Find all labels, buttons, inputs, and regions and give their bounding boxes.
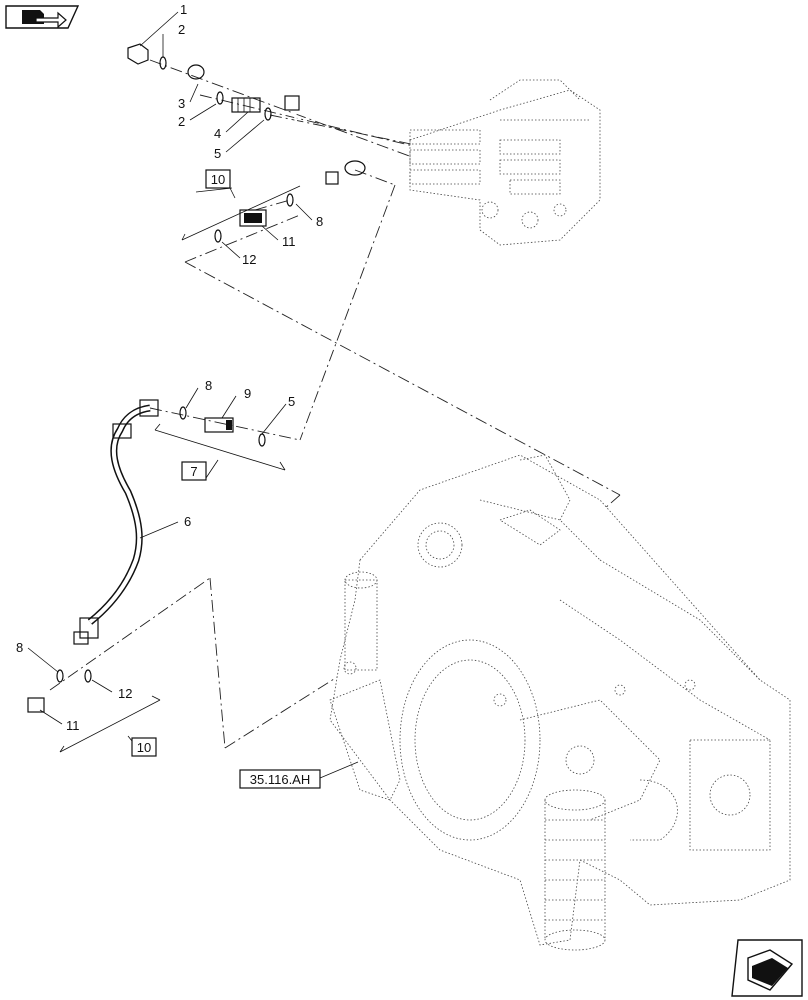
book-arrow-icon[interactable] <box>5 5 80 29</box>
callout-5-top: 5 <box>214 146 221 161</box>
nut-1 <box>127 43 149 65</box>
control-valve <box>409 79 601 246</box>
callout-8-bottom: 8 <box>16 640 23 655</box>
kit-box-mid-label: 7 <box>190 464 197 479</box>
kit-box-mid: 7 <box>181 461 207 481</box>
callout-2-top: 2 <box>178 22 185 37</box>
kit-box-bottom-label: 10 <box>137 740 151 755</box>
callout-6: 6 <box>184 514 191 529</box>
callout-11-top: 11 <box>282 234 296 249</box>
kit-bracket-top <box>181 185 301 241</box>
reference-label[interactable]: 35.116.AH <box>250 772 310 787</box>
reference-link[interactable]: 35.116.AH <box>239 769 321 789</box>
callout-11-bottom: 11 <box>66 718 80 733</box>
bottom-fittings <box>27 669 161 753</box>
adapter-11-top <box>239 209 267 227</box>
kit-box-top-label: 10 <box>211 172 225 187</box>
callout-1: 1 <box>180 2 187 17</box>
kit-box-bottom: 10 <box>131 737 157 757</box>
callout-labels: 1 2 3 2 4 5 8 11 12 8 9 5 6 8 12 11 <box>16 2 323 733</box>
mid-group <box>154 406 286 471</box>
callout-3: 3 <box>178 96 185 111</box>
adapter-4 <box>231 97 261 113</box>
callout-12-bottom: 12 <box>118 686 132 701</box>
tube-upper <box>187 64 369 185</box>
kit-box-top: 10 <box>205 169 231 189</box>
callout-9: 9 <box>244 386 251 401</box>
callout-8-top: 8 <box>316 214 323 229</box>
callout-12-top: 12 <box>242 252 256 267</box>
callout-5-mid: 5 <box>288 394 295 409</box>
o-rings-top <box>159 56 294 243</box>
tube-long-6 <box>73 399 159 645</box>
transmission-housing <box>329 454 791 951</box>
callout-4: 4 <box>214 126 221 141</box>
callout-leaders <box>27 11 359 779</box>
next-page-arrow-icon[interactable] <box>731 939 803 997</box>
callout-8-mid: 8 <box>205 378 212 393</box>
callout-2-mid: 2 <box>178 114 185 129</box>
